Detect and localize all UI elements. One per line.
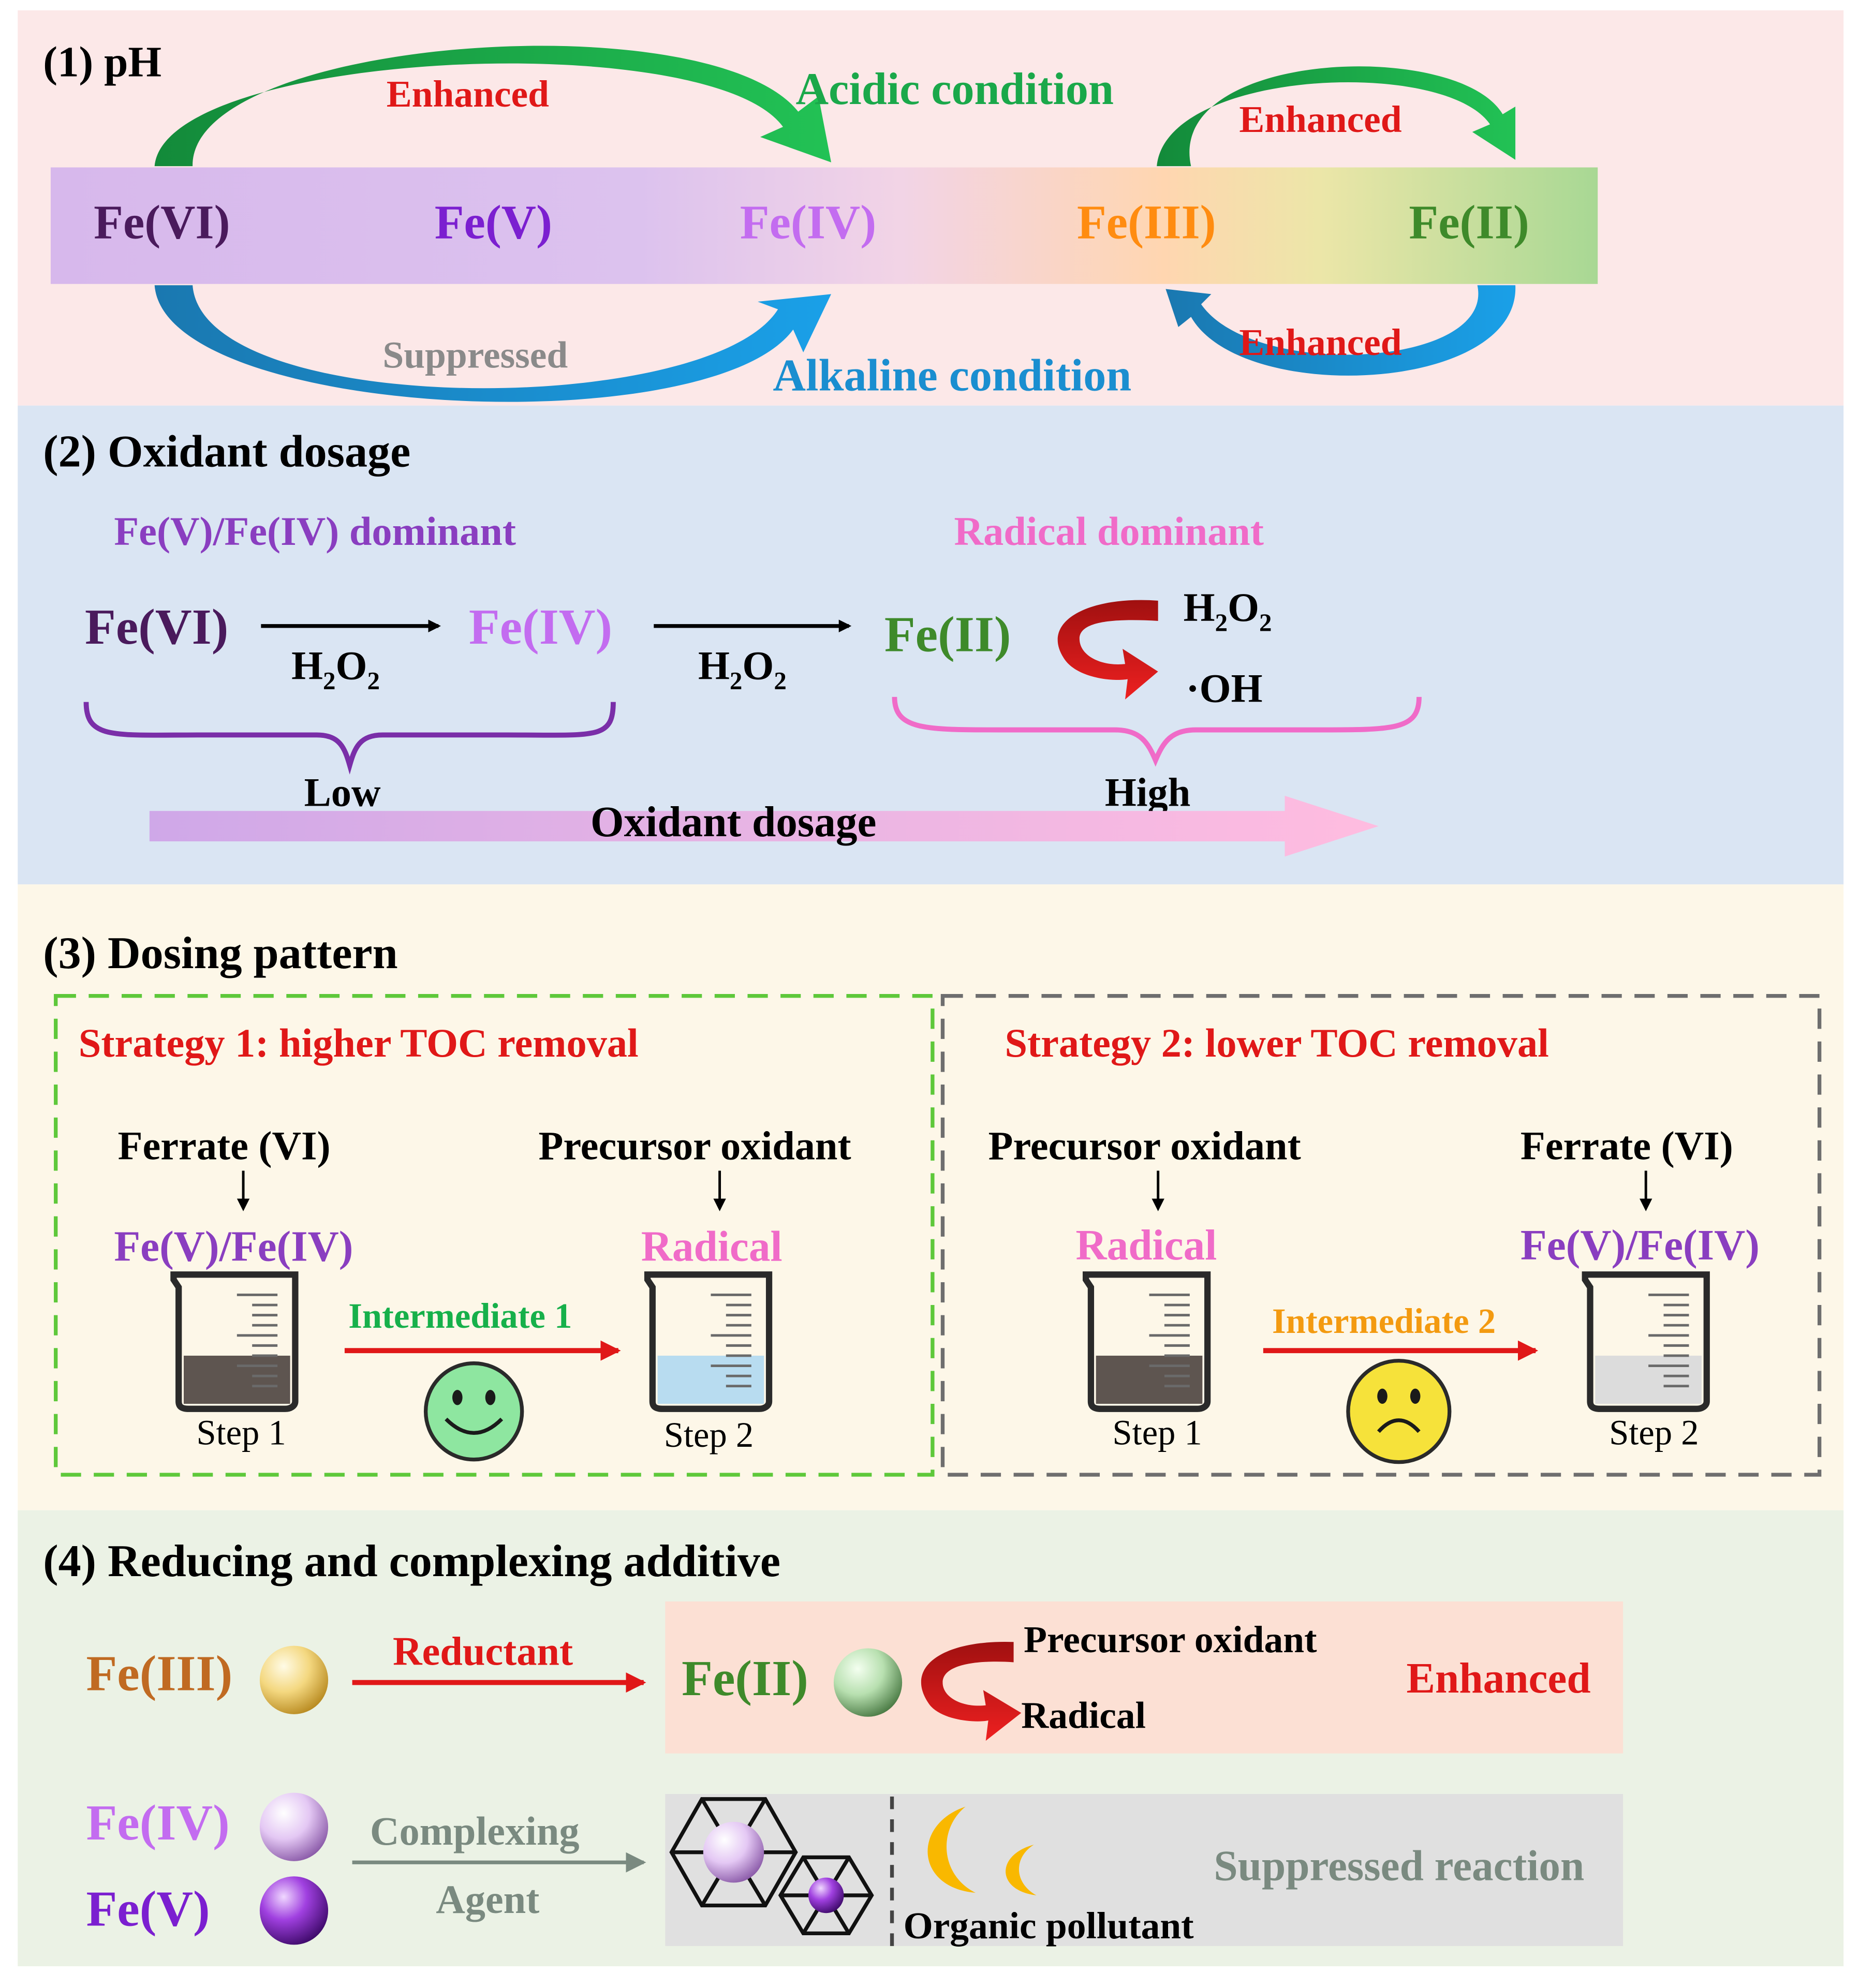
s1-beaker-2	[644, 1271, 773, 1412]
ph-gradient-bar	[50, 167, 1598, 284]
acidic-arc-arrow-right	[1157, 66, 1516, 167]
caged-fe5-sphere-icon	[808, 1877, 844, 1913]
high-label: High	[1105, 769, 1190, 814]
additive-precursor: Precursor oxidant	[1024, 1619, 1317, 1660]
species-fe6: Fe(VI)	[94, 196, 230, 249]
panel-2-background	[18, 405, 1844, 885]
dosage-h2o2-radical: H2O2	[1184, 585, 1272, 637]
dosage-h2o2-1: H2O2	[291, 643, 380, 695]
reductant-label: Reductant	[393, 1628, 573, 1673]
acidic-arc-arrow-left	[154, 46, 832, 167]
alkaline-arc-arrow-left	[154, 285, 832, 402]
suppressed-result-box	[665, 1794, 1623, 1946]
dosage-fe2: Fe(II)	[884, 607, 1011, 663]
fe3-sphere-icon	[259, 1645, 329, 1714]
additive-red-curl-arrow	[921, 1641, 1022, 1741]
additive-fe2: Fe(II)	[682, 1651, 808, 1707]
additive-fe5: Fe(V)	[86, 1881, 210, 1937]
pollutant-crescent-small-icon	[1006, 1844, 1037, 1895]
s2-species-ferrate: Fe(V)/Fe(IV)	[1521, 1222, 1760, 1269]
low-brace	[83, 702, 616, 775]
ph-enhanced-top-right: Enhanced	[1239, 98, 1401, 140]
s1-step-1: Step 1	[196, 1413, 286, 1452]
dosage-fe6: Fe(VI)	[85, 599, 228, 655]
ph-enhanced-top-left: Enhanced	[387, 73, 549, 115]
s1-beaker-1	[170, 1271, 299, 1412]
suppressed-reaction-label: Suppressed reaction	[1214, 1843, 1584, 1890]
additive-enhanced: Enhanced	[1407, 1655, 1591, 1702]
strategy-1-box	[54, 993, 935, 1477]
oxidant-dosage-axis-arrow	[149, 795, 1379, 857]
alkaline-condition-label: Alkaline condition	[773, 350, 1131, 400]
ph-suppressed-label: Suppressed	[382, 334, 568, 376]
dosage-red-curl-arrow	[1057, 600, 1158, 700]
agent-label: Agent	[436, 1877, 539, 1922]
s2-beaker-1	[1083, 1271, 1211, 1412]
organic-pollutant-label: Organic pollutant	[904, 1905, 1194, 1947]
strategy-2-title: Strategy 2: lower TOC removal	[1005, 1020, 1548, 1065]
s2-step-2: Step 2	[1609, 1413, 1699, 1452]
complexing-label: Complexing	[370, 1808, 580, 1853]
sad-face-icon	[1346, 1359, 1452, 1464]
fe4-sphere-icon	[259, 1792, 329, 1861]
s2-add-ferrate: Ferrate (VI)	[1521, 1123, 1733, 1168]
s2-species-radical: Radical	[1076, 1222, 1217, 1269]
s2-beaker-2	[1582, 1271, 1710, 1412]
dosage-h2o2-2: H2O2	[698, 643, 787, 695]
panel-3-title: (3) Dosing pattern	[43, 928, 397, 978]
additive-radical: Radical	[1021, 1695, 1146, 1737]
s1-intermediate-label: Intermediate 1	[348, 1296, 572, 1336]
low-label: Low	[304, 769, 381, 814]
alkaline-arc-arrow-right	[1165, 285, 1516, 376]
panel-2-title: (2) Oxidant dosage	[43, 426, 410, 477]
additive-fe3: Fe(III)	[86, 1645, 232, 1701]
s2-intermediate-label: Intermediate 2	[1272, 1301, 1496, 1341]
s1-step-2: Step 2	[664, 1415, 754, 1455]
fe5-sphere-icon	[259, 1876, 329, 1945]
s2-step-1: Step 1	[1113, 1413, 1202, 1452]
dosage-oh-radical: ·OH	[1186, 666, 1263, 711]
strategy-1-title: Strategy 1: higher TOC removal	[79, 1020, 639, 1065]
dosage-fe4: Fe(IV)	[469, 599, 612, 655]
fe2-sphere-icon	[833, 1648, 903, 1717]
panel-4-title: (4) Reducing and complexing additive	[43, 1536, 780, 1586]
ph-enhanced-bottom-right: Enhanced	[1239, 321, 1401, 363]
panel-1-title: (1) pH	[43, 38, 161, 86]
s1-species-ferrate: Fe(V)/Fe(IV)	[114, 1223, 353, 1270]
s1-add-ferrate: Ferrate (VI)	[118, 1123, 331, 1168]
species-fe5: Fe(V)	[435, 196, 552, 249]
s2-add-precursor: Precursor oxidant	[988, 1123, 1301, 1168]
high-brace	[892, 696, 1422, 767]
acidic-condition-label: Acidic condition	[795, 64, 1113, 114]
species-fe4: Fe(IV)	[740, 196, 876, 249]
species-fe3: Fe(III)	[1077, 196, 1216, 249]
pollutant-crescent-large-icon	[927, 1806, 976, 1893]
s1-species-radical: Radical	[641, 1223, 783, 1270]
caged-fe4-sphere-icon	[703, 1821, 764, 1883]
dominant-left-label: Fe(V)/Fe(IV) dominant	[114, 509, 516, 554]
enhanced-result-box	[665, 1601, 1623, 1754]
species-fe2: Fe(II)	[1409, 196, 1529, 249]
dominant-right-label: Radical dominant	[954, 509, 1264, 554]
strategy-2-box	[940, 993, 1822, 1477]
additive-fe4: Fe(IV)	[86, 1795, 229, 1851]
s1-add-precursor: Precursor oxidant	[538, 1123, 851, 1168]
happy-face-icon	[423, 1361, 524, 1462]
oxidant-dosage-axis-label: Oxidant dosage	[591, 798, 877, 846]
